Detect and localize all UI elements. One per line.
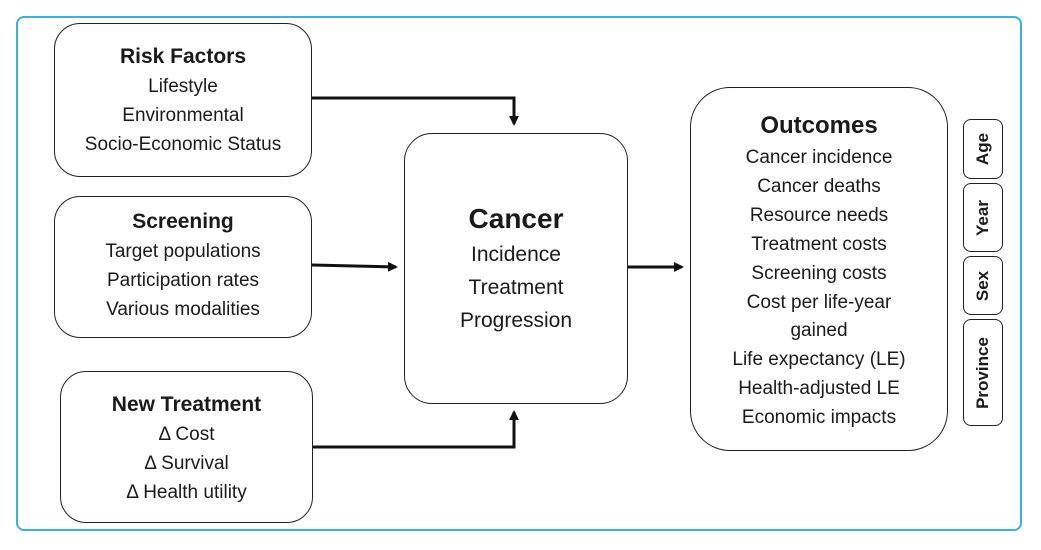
new-treatment-box: New Treatment Δ Cost Δ Survival Δ Health…	[60, 371, 313, 523]
stratifier-year: Year	[963, 183, 1003, 252]
risk-factor-item: Socio-Economic Status	[84, 134, 282, 155]
new-treatment-item: Δ Survival	[144, 453, 229, 474]
outcome-item: Cancer deaths	[757, 175, 881, 197]
stratifier-sex: Sex	[963, 256, 1003, 315]
outcome-item: Cost per life-year	[746, 291, 892, 313]
outcome-item: Resource needs	[749, 204, 889, 226]
risk-factors-box: Risk Factors Lifestyle Environmental Soc…	[54, 23, 312, 177]
screening-box: Screening Target populations Participati…	[54, 196, 312, 338]
new-treatment-item: Δ Health utility	[126, 482, 247, 503]
diagram-frame	[16, 16, 1022, 531]
outcome-item: Treatment costs	[751, 233, 887, 255]
cancer-title: Cancer	[468, 203, 564, 234]
risk-factor-item: Lifestyle	[148, 76, 218, 97]
outcome-item: Life expectancy (LE)	[732, 349, 906, 371]
screening-item: Participation rates	[106, 270, 260, 291]
outcome-item: Cancer incidence	[745, 147, 893, 168]
new-treatment-title: New Treatment	[111, 393, 262, 416]
cancer-item: Progression	[459, 309, 573, 332]
outcomes-box: Outcomes Cancer incidence Cancer deaths …	[690, 87, 948, 451]
stratifier-province: Province	[963, 319, 1003, 426]
outcome-item: gained	[790, 320, 848, 342]
screening-item: Target populations	[105, 241, 261, 262]
arrow-screening-to-cancer	[311, 261, 398, 272]
cancer-item: Incidence	[471, 243, 561, 266]
screening-item: Various modalities	[106, 299, 260, 320]
stratifier-age: Age	[963, 119, 1003, 179]
risk-factor-item: Environmental	[122, 105, 244, 126]
outcomes-title: Outcomes	[760, 112, 878, 139]
cancer-item: Treatment	[468, 276, 564, 299]
arrow-risk-to-cancer	[312, 96, 519, 126]
new-treatment-item: Δ Cost	[158, 424, 215, 445]
outcome-item: Screening costs	[751, 262, 887, 284]
cancer-box: Cancer Incidence Treatment Progression	[404, 133, 628, 404]
arrow-treatment-to-cancer	[313, 410, 519, 449]
outcome-item: Health-adjusted LE	[738, 378, 900, 400]
risk-factors-title: Risk Factors	[119, 45, 247, 68]
screening-title: Screening	[132, 210, 234, 233]
outcome-item: Economic impacts	[741, 407, 897, 429]
